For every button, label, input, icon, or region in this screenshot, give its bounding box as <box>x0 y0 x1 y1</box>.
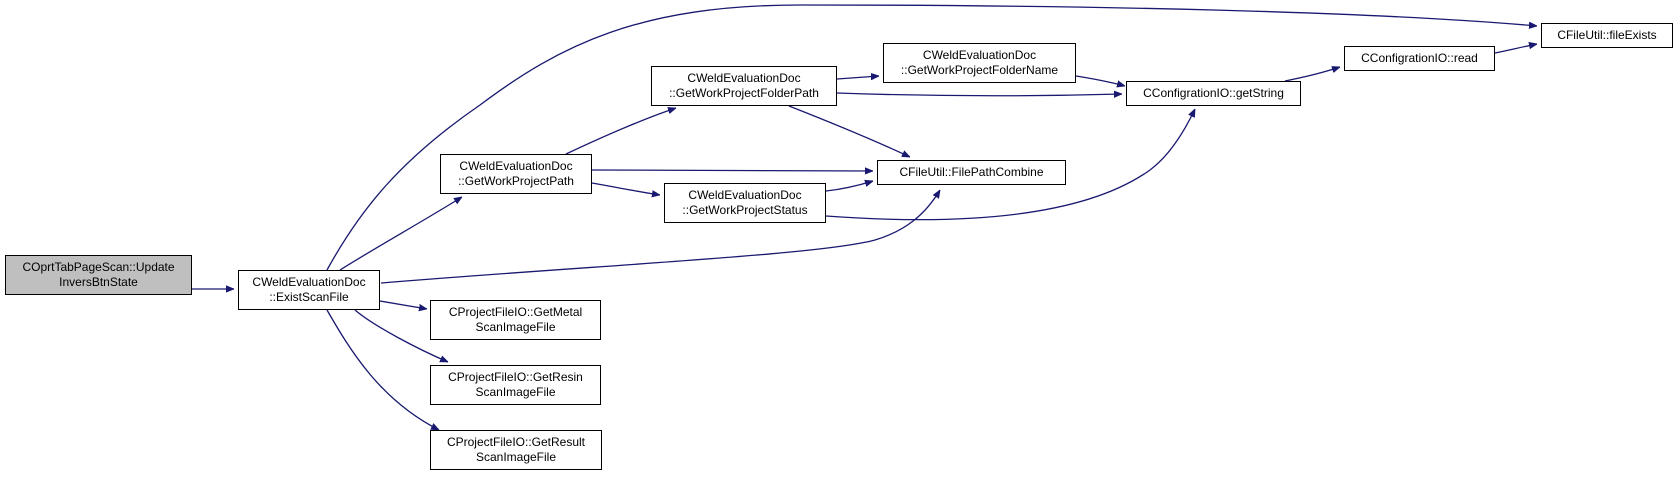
function-node[interactable]: CFileUtil::FilePathCombine <box>877 160 1066 185</box>
function-node-label: ::GetWorkProjectFolderPath <box>669 86 819 100</box>
function-node[interactable]: CWeldEvaluationDoc::GetWorkProjectPath <box>440 154 592 194</box>
function-node-label: ScanImageFile <box>475 385 556 399</box>
function-node-label: ScanImageFile <box>475 320 556 334</box>
function-node-label: CConfigrationIO::read <box>1361 51 1478 65</box>
function-node-label: CProjectFileIO::GetResin <box>448 370 583 384</box>
function-node-label: InversBtnState <box>59 275 138 289</box>
call-edge-n2-n13 <box>326 309 439 431</box>
function-node[interactable]: CWeldEvaluationDoc::GetWorkProjectFolder… <box>883 43 1076 83</box>
function-node-label: CProjectFileIO::GetResult <box>446 435 586 449</box>
call-edge-n5-n8 <box>1075 75 1125 86</box>
function-node-label: CWeldEvaluationDoc <box>687 71 801 85</box>
function-node-label: CWeldEvaluationDoc <box>688 188 802 202</box>
function-node-label: CWeldEvaluationDoc <box>459 159 573 173</box>
function-node-label: ::GetWorkProjectPath <box>458 174 574 188</box>
call-edge-n3-n7 <box>591 170 873 171</box>
function-node-label: ScanImageFile <box>475 450 557 464</box>
function-node[interactable]: CWeldEvaluationDoc::GetWorkProjectStatus <box>664 183 826 223</box>
function-node-label: CWeldEvaluationDoc <box>922 48 1037 62</box>
call-edge-n4-n8 <box>836 93 1122 96</box>
call-edge-n6-n7 <box>825 181 873 192</box>
function-node-label: CFileUtil::fileExists <box>1557 28 1657 42</box>
call-edge-n4-n7 <box>788 105 910 158</box>
call-edge-n4-n5 <box>836 76 879 79</box>
function-node-label: ::ExistScanFile <box>269 290 349 304</box>
call-edge-n2-n12 <box>354 309 448 363</box>
function-node[interactable]: CFileUtil::fileExists <box>1541 23 1673 48</box>
call-edge-n3-n6 <box>591 182 660 195</box>
function-node-label: CConfigrationIO::getString <box>1143 86 1284 100</box>
call-edge-n6-n8 <box>825 109 1196 221</box>
call-edge-n2-n3 <box>339 197 462 271</box>
function-node[interactable]: CConfigrationIO::getString <box>1126 81 1301 106</box>
call-edge-n9-n10 <box>1494 44 1537 54</box>
call-edge-n8-n9 <box>1284 67 1340 82</box>
function-node-label: ::GetWorkProjectFolderName <box>900 63 1059 77</box>
call-edge-n2-n7 <box>380 190 941 284</box>
function-node-label: ::GetWorkProjectStatus <box>682 203 808 217</box>
call-edge-n3-n4 <box>565 108 676 155</box>
function-node-label: CProjectFileIO::GetMetal <box>448 305 583 319</box>
call-edge-n2-n11 <box>379 300 427 309</box>
function-node-label: COprtTabPageScan::Update <box>22 260 175 274</box>
function-node[interactable]: CWeldEvaluationDoc::ExistScanFile <box>238 270 380 310</box>
function-node-label: CWeldEvaluationDoc <box>252 275 366 289</box>
function-node[interactable]: CConfigrationIO::read <box>1344 46 1495 71</box>
function-node[interactable]: CWeldEvaluationDoc::GetWorkProjectFolder… <box>651 66 837 106</box>
call-edge-n2-n10 <box>326 4 1537 271</box>
function-node-label: CFileUtil::FilePathCombine <box>899 165 1044 179</box>
